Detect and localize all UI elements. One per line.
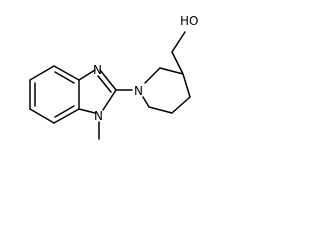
atom-n-piperidine: N: [134, 84, 143, 98]
ch2-bond: [171, 51, 184, 75]
double-bond-inner: [54, 105, 75, 118]
bond: [99, 69, 117, 91]
bond: [29, 65, 55, 81]
atom-n-imidazole: N: [93, 63, 102, 77]
bond: [29, 108, 55, 124]
bond: [171, 96, 191, 114]
bond: [148, 106, 173, 114]
bond: [78, 69, 96, 81]
atom-hydroxyl: HO: [180, 14, 198, 28]
bond: [144, 67, 161, 84]
bond: [182, 73, 191, 98]
piperidine-ring: [142, 67, 191, 114]
bond: [142, 96, 150, 108]
imidazole-ring: [78, 69, 117, 114]
molecule-structure: N N N HO: [29, 14, 198, 140]
double-bond-inner: [54, 71, 75, 84]
bond: [53, 108, 80, 124]
bond: [78, 108, 96, 114]
bond: [53, 65, 80, 81]
double-bond-inner: [97, 75, 112, 93]
benzene-ring: [29, 65, 80, 124]
c-o-bond: [171, 31, 186, 53]
atom-n-methyl: N: [94, 109, 103, 123]
bond: [102, 89, 117, 111]
bond: [159, 67, 184, 75]
